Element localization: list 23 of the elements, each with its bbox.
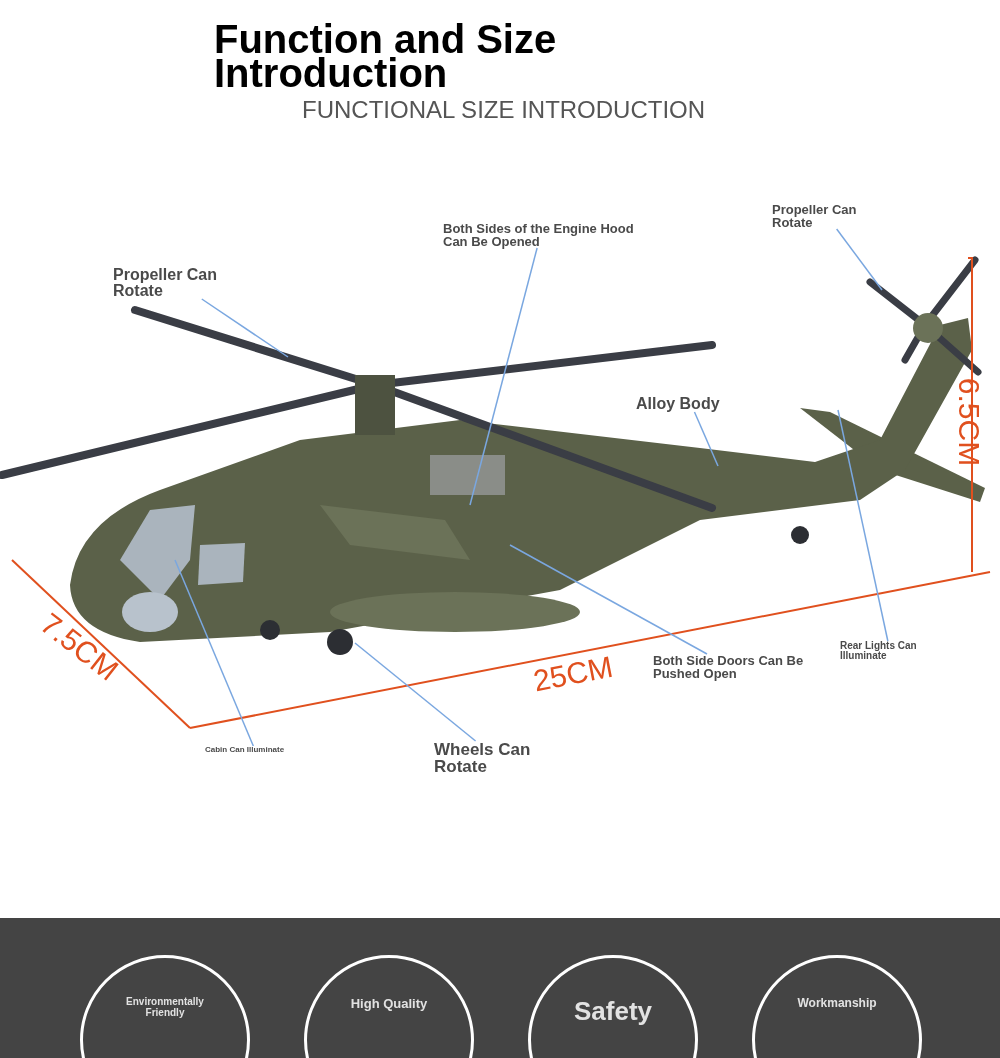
subtitle: FUNCTIONAL SIZE INTRODUCTION — [302, 96, 706, 124]
leader-line — [835, 228, 883, 291]
leader-line — [174, 559, 255, 747]
title-heading: Function and Size Introduction — [214, 22, 558, 90]
feature-label: Safety — [572, 996, 653, 1027]
leader-line — [354, 642, 477, 742]
dimension-label: 25CM — [530, 649, 616, 699]
callout-label: Cabin Can Illuminate — [205, 746, 305, 754]
callout-label: Both Side Doors Can Be Pushed Open — [653, 654, 808, 680]
feature-label: High Quality — [349, 996, 429, 1011]
callout-label: Propeller Can Rotate — [772, 203, 882, 229]
callout-label: Alloy Body — [636, 396, 746, 412]
feature-label: Environmentally Friendly — [125, 996, 205, 1018]
leader-line — [509, 544, 708, 655]
feature-label: Workmanship — [796, 996, 878, 1010]
callout-label: Rear Lights Can Illuminate — [840, 641, 940, 661]
callout-label: Wheels Can Rotate — [434, 741, 559, 775]
callout-label: Both Sides of the Engine Hood Can Be Opened — [443, 222, 638, 248]
leader-line — [693, 411, 719, 467]
leader-line — [201, 298, 289, 358]
leader-line — [469, 247, 538, 506]
callout-label: Propeller Can Rotate — [113, 267, 243, 299]
leader-line — [837, 409, 889, 642]
